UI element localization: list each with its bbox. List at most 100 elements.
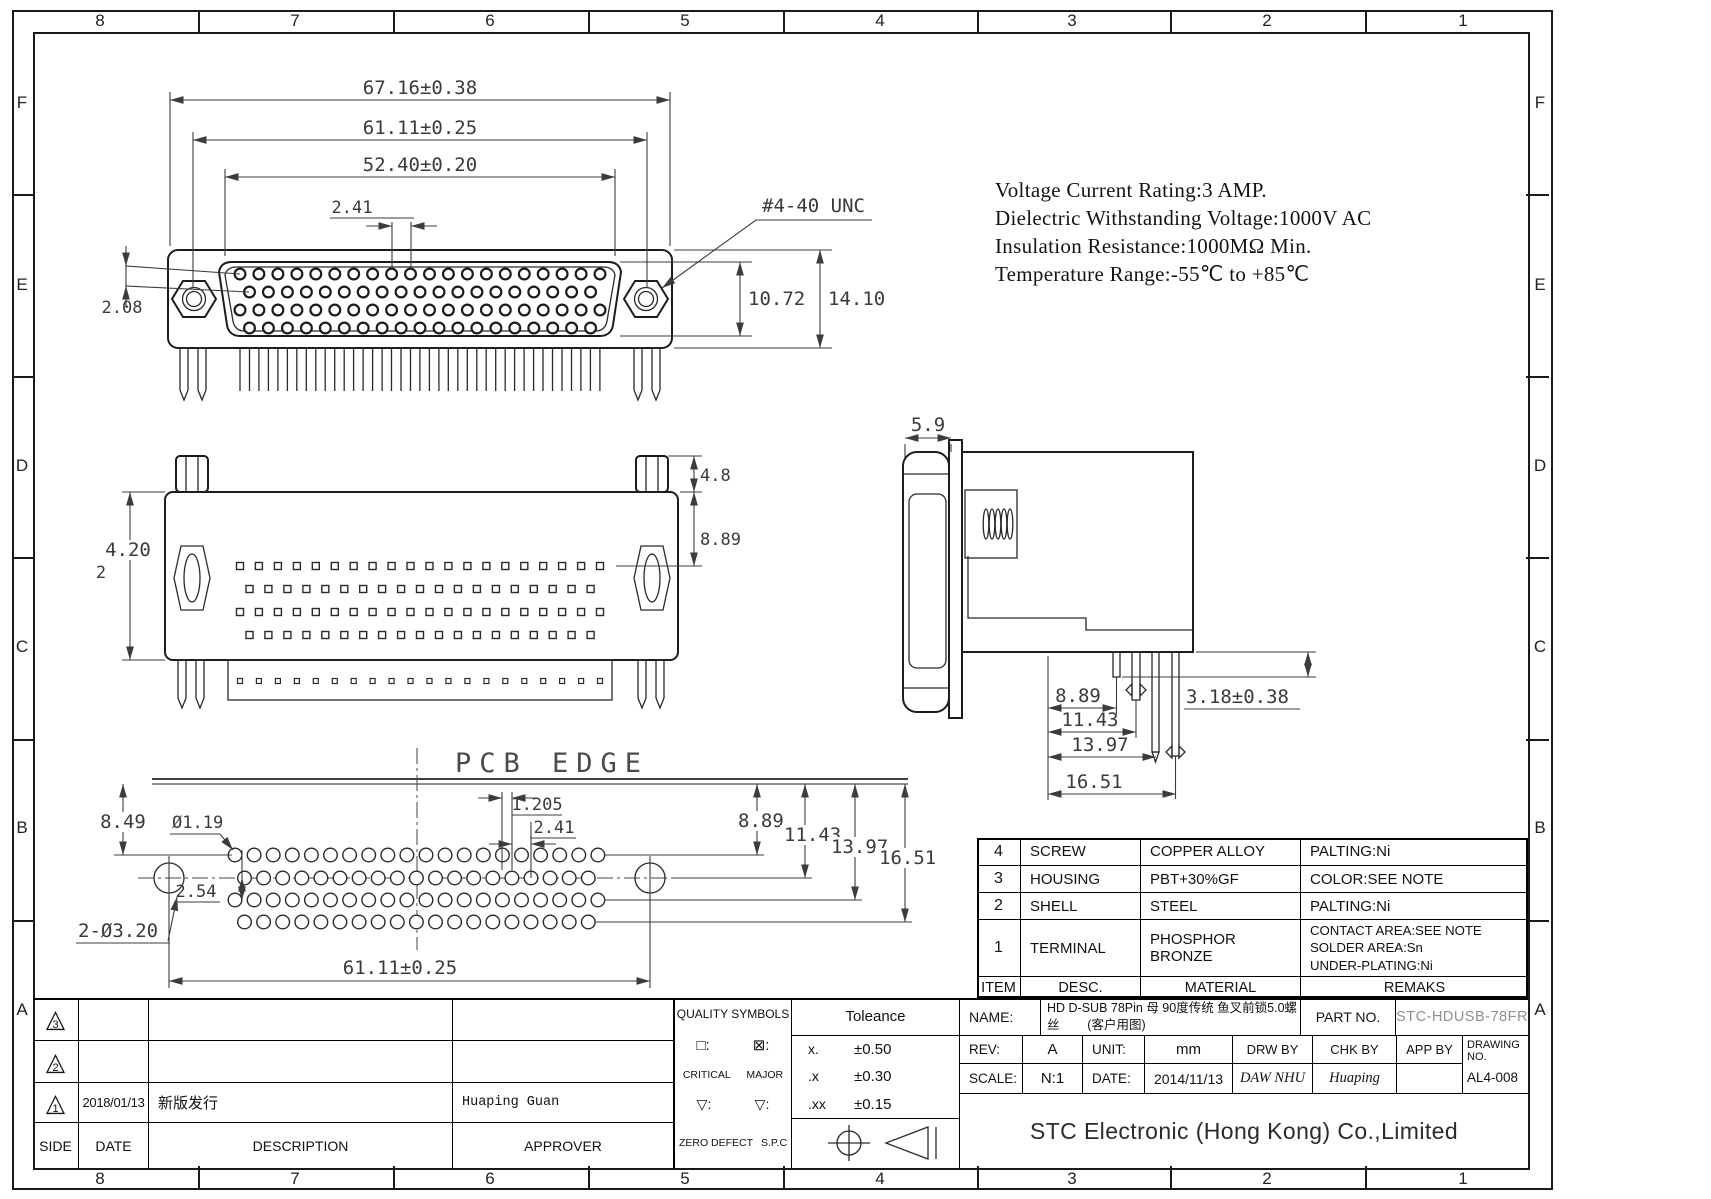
zone-number: 4 [875, 1169, 885, 1188]
revision-approver [452, 998, 673, 1040]
zone-number: 6 [485, 1169, 495, 1188]
pcb-view: PCB EDGE 8.49 Ø1.19 1.205 2.41 [76, 748, 936, 988]
contact-hole [413, 321, 427, 335]
revision-table [33, 998, 675, 1168]
zone-letter: C [1533, 637, 1547, 656]
contact-hole [413, 285, 427, 299]
quality-symbols-title: QUALITY SYMBOLS [675, 998, 792, 1030]
terminal-square [539, 561, 548, 571]
zone-tick [1526, 376, 1549, 378]
zone-number: 6 [485, 11, 495, 30]
front-view: 67.16±0.38 61.11±0.25 52.40±0.20 2.41 2.… [102, 77, 885, 402]
tolerance-row: x. ±0.50 [792, 1035, 960, 1062]
contact-hole [432, 321, 446, 335]
contact-hole [280, 285, 294, 299]
zone-tick [12, 739, 33, 741]
zone-number: 4 [875, 11, 885, 30]
date-value: 2014/11/13 [1144, 1063, 1232, 1093]
contact-hole [584, 285, 598, 299]
zone-tick [783, 1166, 785, 1188]
bom-remarks-multi: CONTACT AREA:SEE NOTE SOLDER AREA:Sn UND… [1300, 919, 1528, 976]
dim-side-r4: 16.51 [1065, 771, 1122, 793]
tolerance-label: .xx [808, 1096, 826, 1112]
zone-letter: B [1534, 818, 1546, 837]
terminal-square [377, 584, 387, 594]
zone-tick [1526, 920, 1549, 922]
contact-hole [385, 303, 399, 317]
rev-label: REV: [960, 1035, 1022, 1063]
dim-side-r2: 11.43 [1061, 709, 1118, 731]
pcb-hole [370, 870, 386, 886]
terminal-square [426, 677, 433, 685]
note-line: Dielectric Withstanding Voltage:1000V AC [995, 206, 1372, 230]
tolerance-label: x. [808, 1041, 819, 1057]
tolerance-row: .xx ±0.15 [792, 1090, 960, 1118]
scale-value: N:1 [1022, 1063, 1082, 1093]
terminal-square [340, 630, 349, 640]
tolerance-label: .x [808, 1068, 819, 1084]
terminal-square [415, 584, 425, 594]
pcb-hole [590, 847, 606, 863]
pcb-hole [466, 914, 482, 930]
pcb-hole [265, 892, 281, 908]
contact-hole [423, 303, 437, 317]
revision-date [78, 998, 148, 1040]
rev-value: A [1022, 1035, 1082, 1063]
bom-item: 1 [977, 919, 1020, 976]
terminal-square [482, 561, 491, 571]
terminal-square [387, 607, 396, 617]
terminal-square [557, 607, 567, 617]
pcb-hole [380, 892, 396, 908]
terminal-square [577, 677, 585, 685]
terminal-square [312, 677, 319, 685]
terminal-square [359, 630, 368, 640]
contact-hole [252, 303, 266, 317]
terminal-square [472, 584, 482, 594]
revision-mark: △2 [33, 1040, 78, 1082]
dim-side-r1: 8.89 [1055, 685, 1101, 707]
bom-material: PHOSPHOR BRONZE [1140, 919, 1300, 976]
zone-tick [198, 10, 200, 32]
contact-hole [536, 303, 550, 317]
terminal-square [359, 584, 368, 594]
terminal-square [264, 584, 273, 594]
terminal-square [274, 677, 281, 685]
contact-hole [243, 321, 257, 335]
contact-hole [527, 321, 541, 335]
dim-front-mount-span: 61.11±0.25 [363, 117, 477, 139]
pcb-hole [236, 914, 252, 930]
pcb-hole [571, 847, 587, 863]
zone-letter: F [1534, 93, 1546, 112]
unit-value: mm [1144, 1035, 1232, 1063]
contact-hole [337, 285, 351, 299]
zone-number: 1 [1458, 11, 1468, 30]
spec-notes: Voltage Current Rating:3 AMP. Dielectric… [995, 176, 1515, 288]
projection-symbol-box [792, 1118, 960, 1168]
pcb-hole [323, 847, 339, 863]
zone-tick [12, 920, 33, 922]
pcb-hole [514, 847, 530, 863]
terminal-square [510, 584, 519, 594]
pcb-hole [246, 847, 262, 863]
terminal-square [483, 677, 490, 685]
pcb-hole [590, 892, 606, 908]
contact-hole [366, 303, 380, 317]
contact-hole [385, 267, 399, 281]
contact-hole [593, 303, 607, 317]
pcb-hole [275, 914, 291, 930]
pcb-hole [361, 892, 377, 908]
pcb-hole [351, 914, 367, 930]
pcb-hole [428, 870, 444, 886]
pcb-hole [475, 847, 491, 863]
terminal-square [425, 607, 434, 617]
contact-hole [479, 267, 493, 281]
pcb-hole [389, 870, 405, 886]
zone-number: 2 [1262, 1169, 1272, 1188]
contact-hole [337, 321, 351, 335]
drw-by-label: DRW BY [1232, 1035, 1312, 1063]
terminal-square [321, 584, 330, 594]
terminal-square [557, 561, 567, 571]
zone-tick [588, 10, 590, 32]
revision-date [78, 1040, 148, 1082]
sheet-outer-border [12, 10, 1553, 1190]
